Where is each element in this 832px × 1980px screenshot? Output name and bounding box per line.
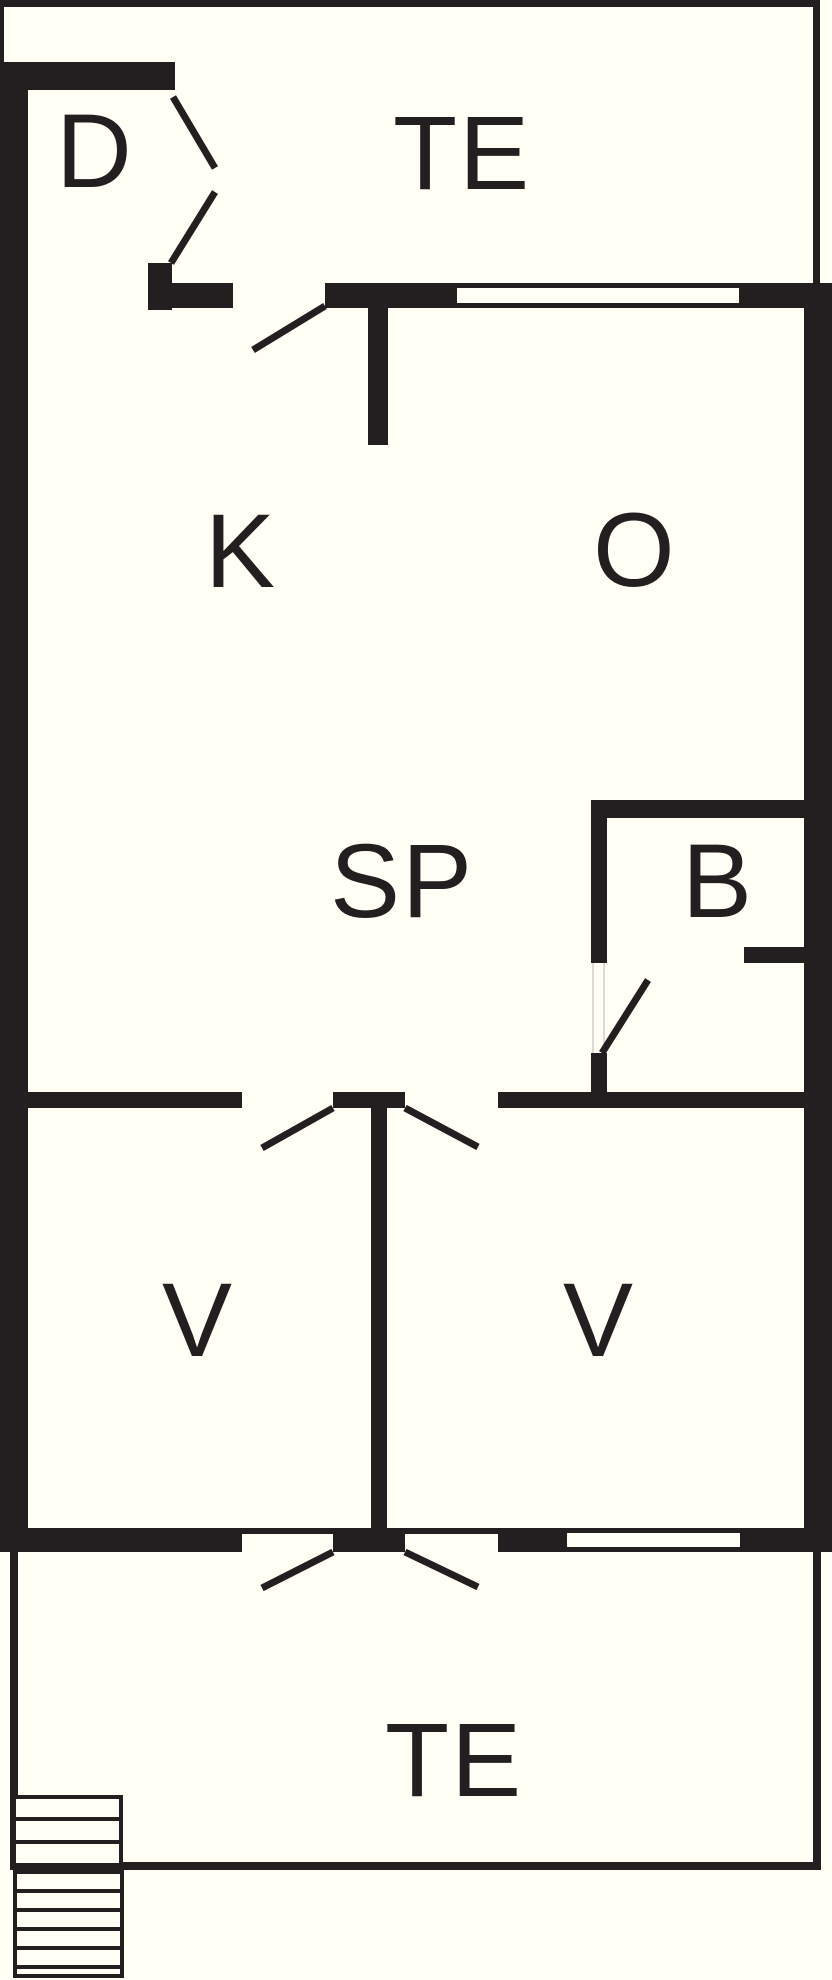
wall-top-segment-right [739,283,832,308]
wall-sp-v-segment-center [333,1092,405,1108]
wall-top-segment-middle [325,283,457,308]
stair-tread-line [17,1965,120,1969]
room-label-d: D [56,93,134,210]
wall-b-room-left-upper [591,800,607,963]
stair-tread-line [16,1840,119,1844]
b-door-opening-guide-left [592,963,594,1053]
door-swing-v-right-top [403,1104,480,1151]
terrace-bottom-bottom-edge [10,1862,821,1870]
stair-tread-line [17,1908,120,1912]
window-bottom-inner-line [567,1547,740,1552]
wall-b-room-right-stub [744,947,832,963]
door-swing-v-right-bottom [403,1548,480,1591]
stairs-upper-flight [12,1795,123,1867]
terrace-top-top-edge [0,0,820,7]
room-label-sp: SP [330,823,475,940]
window-top-outer-line [457,283,739,288]
door-swing-v-left-bottom [260,1548,335,1592]
wall-bottom-segment-4 [740,1528,832,1552]
wall-k-o-divider-stub [368,308,388,445]
b-door-opening-guide-right [603,963,605,1053]
wall-d-room-top [0,62,175,90]
wall-v-v-divider [371,1108,387,1528]
room-label-v-right: V [563,1262,636,1379]
door-swing-b-room [599,978,651,1055]
room-label-te-top: TE [393,95,532,212]
wall-d-room-corner-stub [148,263,172,310]
door-swing-main-entrance [251,303,327,353]
door-swing-v-left-top [260,1104,335,1152]
wall-bottom-segment-3 [498,1528,567,1552]
stair-tread-line [17,1927,120,1931]
terrace-top-left-edge [0,0,4,62]
door-swing-d-terrace-upper-leaf [169,95,219,170]
stairs-lower-flight [13,1870,124,1978]
wall-b-room-left-lower-stub [591,1053,607,1093]
room-label-k: K [205,493,278,610]
stair-tread-line [17,1889,120,1893]
wall-bottom-segment-1 [0,1528,242,1552]
terrace-bottom-left-edge [10,1552,18,1870]
terrace-top-right-edge [813,0,820,285]
door-swing-d-terrace-lower-leaf [168,190,218,265]
terrace-bottom-right-edge [813,1550,821,1870]
stair-tread-line [16,1817,119,1821]
window-top-inner-line [457,303,739,308]
door-v-left-bottom-head-line [242,1528,333,1534]
wall-bottom-segment-2 [333,1528,405,1552]
wall-sp-v-segment-right [498,1092,832,1108]
room-label-te-bottom: TE [385,1702,524,1819]
wall-exterior-left [0,62,28,1552]
room-label-v-left: V [162,1262,235,1379]
wall-b-room-top [591,800,832,818]
room-label-o: O [593,492,677,609]
stair-tread-line [17,1946,120,1950]
door-v-right-bottom-head-line [405,1528,498,1534]
window-bottom-outer-line [567,1528,740,1533]
room-label-b: B [682,823,755,940]
wall-exterior-right [804,283,832,1550]
wall-sp-v-segment-left [0,1092,242,1108]
